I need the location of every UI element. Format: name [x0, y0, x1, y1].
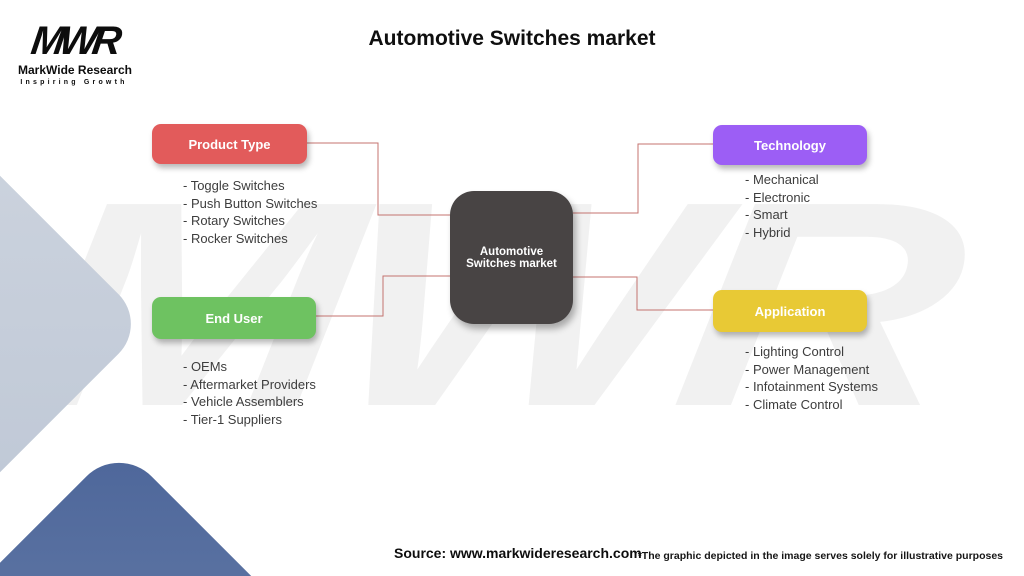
- list-item: - Infotainment Systems: [745, 379, 878, 395]
- markwide-research-logo: MWR MarkWide Research Inspiring Growth: [18, 19, 132, 86]
- segment-list-technology: - Mechanical - Electronic - Smart - Hybr…: [745, 171, 819, 241]
- list-item: - Lighting Control: [745, 344, 844, 359]
- list-item: - Tier-1 Suppliers: [183, 411, 282, 427]
- list-item: - Push Button Switches: [183, 195, 318, 211]
- list-item: - Hybrid: [745, 224, 791, 240]
- segment-list-product-type: - Toggle Switches - Push Button Switches…: [183, 177, 317, 247]
- source-text: Source: www.markwideresearch.com: [394, 545, 642, 561]
- segment-box-technology: Technology: [713, 125, 867, 165]
- logo-tagline: Inspiring Growth: [20, 79, 128, 86]
- list-item: - OEMs: [183, 359, 228, 374]
- segment-label-end-user: End User: [205, 310, 263, 326]
- segment-box-application: Application: [713, 290, 867, 332]
- segment-list-application: - Lighting Control - Power Management - …: [745, 343, 878, 413]
- list-item: - Electronic: [745, 189, 811, 205]
- list-item: - Rocker Switches: [183, 230, 288, 246]
- disclaimer-text: *The graphic depicted in the image serve…: [637, 550, 1003, 562]
- list-item: - Toggle Switches: [183, 178, 285, 193]
- segment-box-product-type: Product Type: [152, 124, 307, 164]
- central-node-label: Automotive Switches market: [466, 245, 557, 270]
- list-item: - Aftermarket Providers: [183, 376, 316, 392]
- segment-list-end-user: - OEMs - Aftermarket Providers - Vehicle…: [183, 358, 316, 428]
- connector-application: [573, 276, 713, 311]
- central-node: Automotive Switches market: [450, 191, 573, 324]
- segment-box-end-user: End User: [152, 297, 316, 339]
- connector-technology: [573, 143, 713, 214]
- list-item: - Power Management: [745, 361, 870, 377]
- logo-name: MarkWide Research: [18, 63, 132, 77]
- connector-end-user: [316, 275, 450, 317]
- list-item: - Smart: [745, 207, 788, 223]
- list-item: - Rotary Switches: [183, 213, 285, 229]
- segment-label-product-type: Product Type: [188, 136, 271, 152]
- page-title: Automotive Switches market: [368, 27, 656, 50]
- connector-product-type: [307, 142, 450, 216]
- segment-label-application: Application: [754, 303, 826, 319]
- list-item: - Climate Control: [745, 396, 843, 412]
- list-item: - Vehicle Assemblers: [183, 394, 304, 410]
- segment-label-technology: Technology: [754, 137, 826, 153]
- list-item: - Mechanical: [745, 172, 819, 187]
